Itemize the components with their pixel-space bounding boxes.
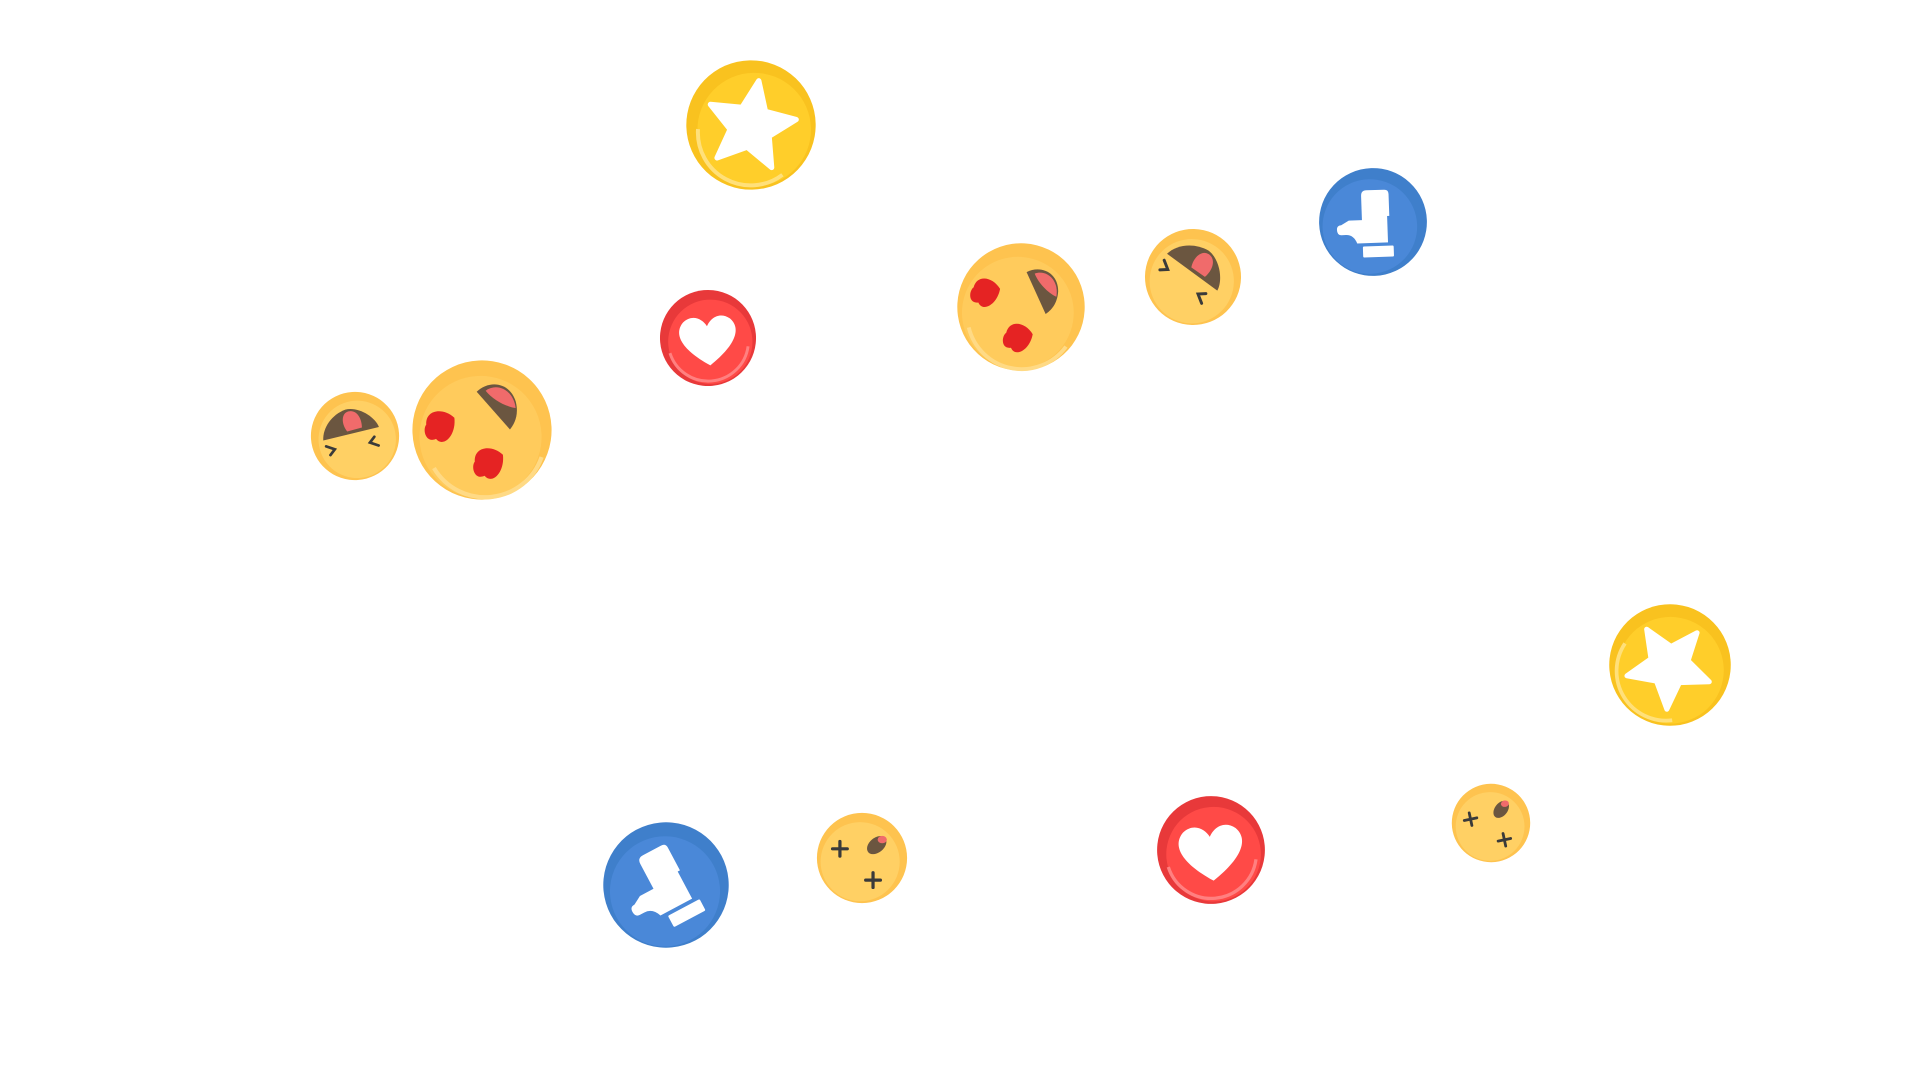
heart-reaction[interactable] <box>1156 795 1266 905</box>
dizzy-reaction[interactable] <box>816 812 908 904</box>
heart-eyes-face-icon <box>388 336 577 525</box>
wink-tongue-reaction[interactable] <box>310 391 400 481</box>
dizzy-face-icon <box>1444 776 1539 871</box>
star-reaction[interactable] <box>1608 603 1732 727</box>
star-reaction[interactable] <box>685 59 817 191</box>
heart-reaction[interactable] <box>659 289 757 387</box>
like-reaction[interactable] <box>602 821 730 949</box>
thumbs-up-icon <box>1316 165 1430 279</box>
dizzy-reaction[interactable] <box>1451 783 1531 863</box>
heart-icon <box>655 285 761 391</box>
heart-icon <box>1151 790 1270 909</box>
heart-eyes-reaction[interactable] <box>411 359 553 501</box>
star-icon <box>1583 578 1758 753</box>
wink-tongue-reaction[interactable] <box>1144 228 1242 326</box>
like-reaction[interactable] <box>1318 167 1428 277</box>
star-icon <box>675 49 828 202</box>
wink-tongue-face-icon <box>1136 220 1250 334</box>
dizzy-face-icon <box>816 812 908 904</box>
thumbs-up-icon <box>579 798 752 971</box>
heart-eyes-face-icon <box>948 234 1095 381</box>
heart-eyes-reaction[interactable] <box>956 242 1086 372</box>
